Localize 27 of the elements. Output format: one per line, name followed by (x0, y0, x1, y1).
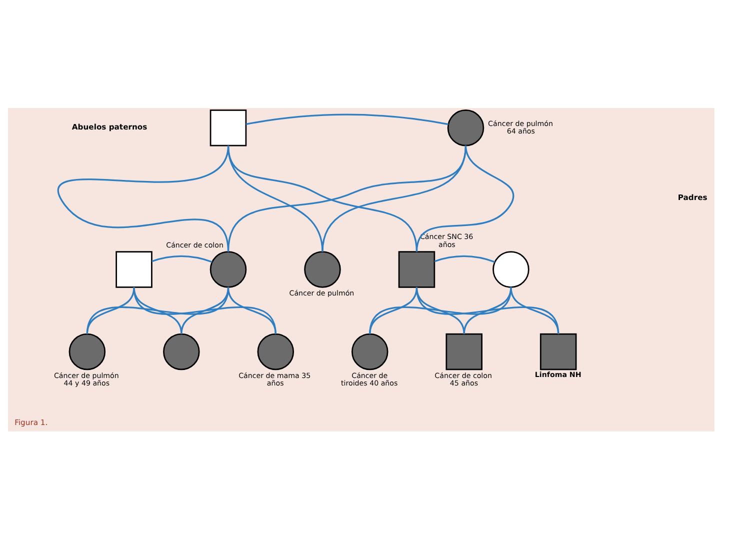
node-box (116, 250, 152, 288)
node-circle (68, 332, 106, 370)
connector (510, 286, 560, 334)
connector (416, 286, 560, 334)
node-box (210, 109, 247, 146)
node-box (398, 250, 436, 288)
node-circle (163, 332, 200, 370)
node-circle (447, 109, 484, 146)
node-box (446, 332, 482, 370)
node-box (540, 332, 577, 370)
connector (369, 286, 512, 334)
node-circle (257, 332, 294, 370)
node-circle (210, 250, 247, 288)
connector (227, 145, 467, 252)
connector (227, 145, 418, 252)
connector (434, 254, 496, 262)
node-circle (304, 250, 341, 288)
node-circle (492, 250, 530, 288)
node-circle (352, 332, 388, 370)
connector (86, 286, 230, 334)
connector (416, 144, 514, 252)
connector (369, 286, 418, 334)
connector (246, 113, 448, 125)
connector (133, 286, 276, 334)
connector (463, 286, 512, 334)
connector (227, 286, 276, 334)
connector (152, 254, 212, 262)
